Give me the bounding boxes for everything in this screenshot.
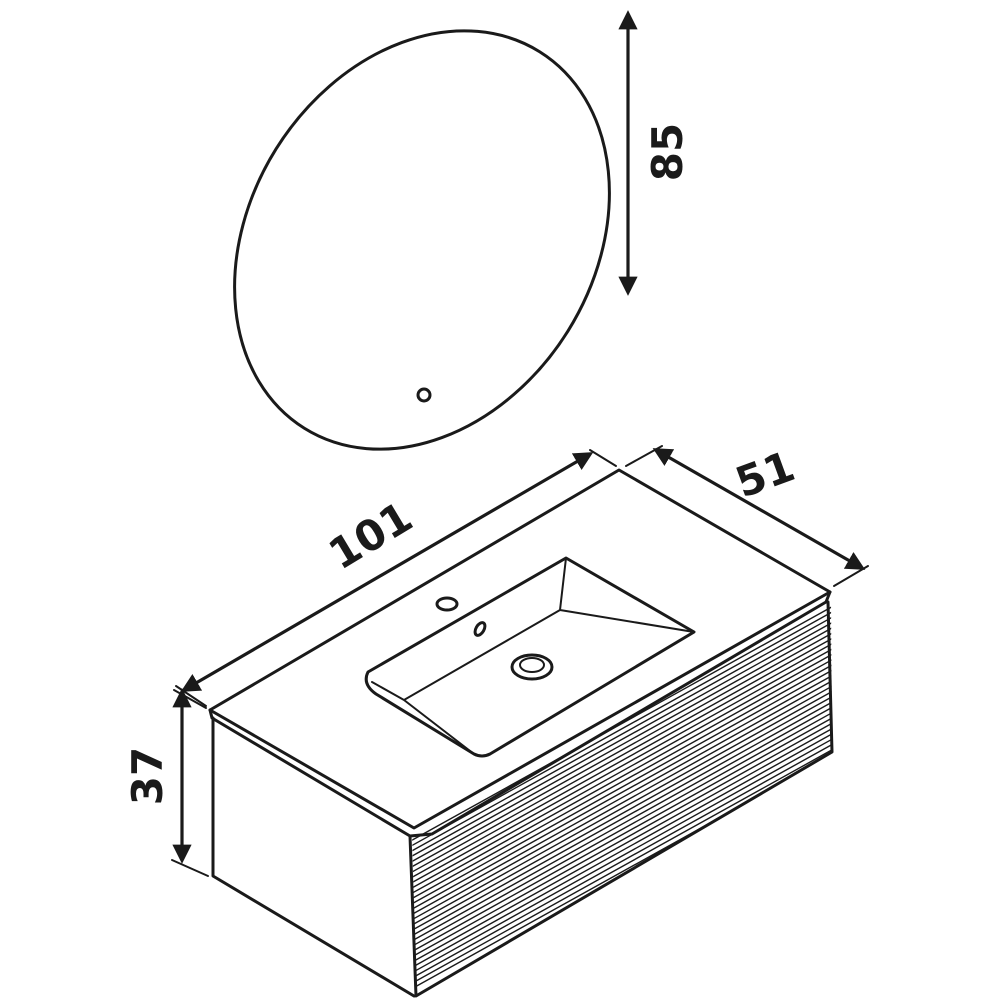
fluting-line [412, 659, 832, 901]
cabinet-fluting [412, 601, 832, 991]
cabinet-depth-arrow [652, 448, 866, 570]
fluting-line [412, 606, 832, 848]
cabinet-depth-dimension: 51 [625, 441, 869, 587]
fluting-line [412, 691, 832, 933]
fluting-line [412, 654, 832, 895]
mirror-touch-sensor [416, 387, 432, 403]
mirror [233, 29, 611, 451]
cabinet-width-arrow [180, 452, 594, 692]
fluting-line [412, 712, 832, 954]
fluting-line [412, 670, 832, 911]
fluting-line [412, 728, 832, 970]
fluting-line [412, 638, 832, 880]
fluting-line [412, 612, 832, 853]
cabinet-width-dimension: 101 [175, 449, 617, 707]
mirror-height-dimension: 85 [618, 10, 692, 296]
depth-extension-bottom [833, 565, 869, 587]
fluting-line [412, 681, 832, 922]
mirror-outline [233, 29, 611, 451]
fluting-line [412, 697, 832, 938]
mirror-height-label: 85 [643, 123, 692, 181]
cabinet-height-label: 37 [123, 747, 172, 805]
fluting-line [412, 649, 832, 890]
fluting-line [412, 644, 832, 885]
height-extension-bottom [171, 859, 209, 877]
faucet-hole [435, 596, 459, 612]
fluting-line [412, 601, 832, 842]
fluting-line [412, 744, 832, 986]
fluting-line [412, 718, 832, 959]
fluting-line [412, 686, 832, 927]
width-extension-right [589, 449, 617, 467]
countertop-top-surface [208, 468, 832, 830]
fluting-line [412, 739, 832, 980]
countertop-edge [208, 590, 832, 838]
fluting-line [412, 617, 832, 858]
fluting-line [412, 628, 832, 869]
cabinet-width-label: 101 [320, 492, 420, 579]
cabinet-side-panel [211, 716, 416, 998]
vanity-cabinet [208, 468, 834, 998]
fluting-line [412, 734, 832, 975]
basin-drain-inner [519, 657, 545, 673]
overflow-hole [473, 621, 487, 637]
fluting-line [412, 622, 832, 864]
fluting-line [412, 723, 832, 964]
fluting-line [412, 633, 832, 874]
height-extension-top [173, 689, 207, 709]
fluting-line [412, 707, 832, 948]
fluting-line [412, 675, 832, 917]
cabinet-height-dimension: 37 [123, 688, 209, 877]
fluting-line [412, 665, 832, 906]
fluting-line [412, 702, 832, 943]
